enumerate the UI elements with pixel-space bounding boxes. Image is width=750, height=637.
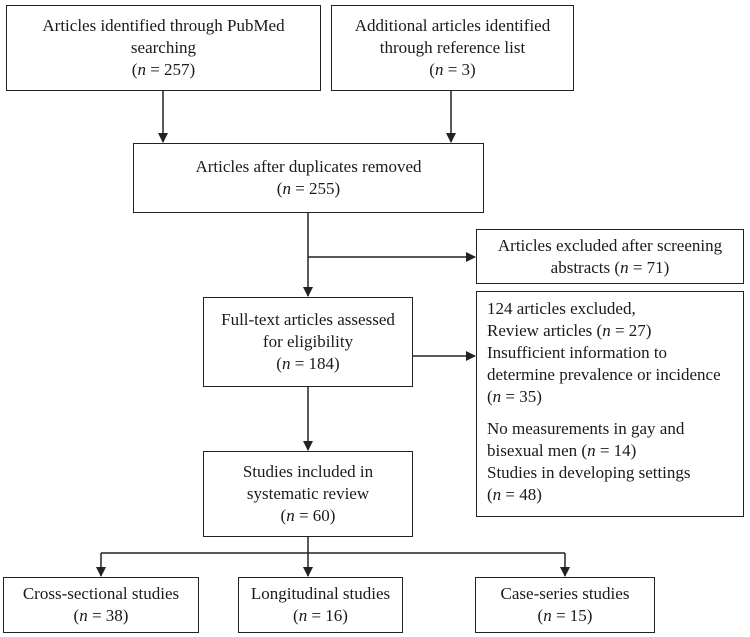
box-count: (n = 15) bbox=[537, 606, 593, 625]
box-case-series: Case-series studies (n = 15) bbox=[475, 577, 655, 633]
box-count: (n = 60) bbox=[280, 506, 336, 525]
box-text: (n = 48) bbox=[487, 485, 542, 504]
box-text: 124 articles excluded, bbox=[487, 299, 636, 318]
spacer bbox=[487, 408, 733, 418]
box-count: abstracts (n = 71) bbox=[550, 257, 670, 277]
box-studies-included: Studies included in systematic review (n… bbox=[203, 451, 413, 537]
box-text: determine prevalence or incidence bbox=[487, 365, 721, 384]
box-after-duplicates: Articles after duplicates removed (n = 2… bbox=[133, 143, 484, 213]
box-count: (n = 16) bbox=[293, 606, 348, 625]
box-cross-sectional: Cross-sectional studies (n = 38) bbox=[3, 577, 199, 633]
box-text: searching bbox=[130, 38, 197, 57]
box-text: Cross-sectional studies bbox=[22, 584, 180, 603]
box-excluded-abstracts: Articles excluded after screening abstra… bbox=[476, 229, 744, 284]
box-text: for eligibility bbox=[262, 332, 354, 351]
box-text: bisexual men (n = 14) bbox=[487, 441, 637, 460]
box-text: No measurements in gay and bbox=[487, 419, 685, 438]
box-text: (n = 35) bbox=[487, 387, 542, 406]
box-excluded-fulltext: 124 articles excluded, Review articles (… bbox=[476, 291, 744, 517]
box-text: Review articles (n = 27) bbox=[487, 321, 652, 340]
box-pubmed-identified: Articles identified through PubMed searc… bbox=[6, 5, 321, 91]
box-count: (n = 257) bbox=[131, 60, 196, 79]
box-longitudinal: Longitudinal studies (n = 16) bbox=[238, 577, 403, 633]
box-text: through reference list bbox=[379, 38, 526, 57]
box-count: (n = 3) bbox=[429, 60, 476, 79]
box-text: Articles after duplicates removed bbox=[195, 157, 422, 176]
box-text: Case-series studies bbox=[500, 584, 630, 603]
box-text: Longitudinal studies bbox=[250, 584, 391, 603]
box-count: (n = 255) bbox=[276, 179, 341, 198]
box-text: Insufficient information to bbox=[487, 343, 668, 362]
box-reference-list: Additional articles identified through r… bbox=[331, 5, 574, 91]
box-text: Additional articles identified bbox=[354, 16, 551, 35]
box-text: systematic review bbox=[246, 484, 370, 503]
box-count: (n = 184) bbox=[276, 354, 340, 373]
box-count: (n = 38) bbox=[73, 606, 129, 625]
box-text: Studies in developing settings bbox=[487, 463, 691, 482]
box-text: Studies included in bbox=[242, 462, 374, 481]
box-text: Articles identified through PubMed bbox=[42, 16, 285, 35]
box-text: Full-text articles assessed bbox=[221, 310, 395, 329]
box-text: Articles excluded after screening bbox=[497, 235, 723, 255]
box-fulltext-assessed: Full-text articles assessed for eligibil… bbox=[203, 297, 413, 387]
